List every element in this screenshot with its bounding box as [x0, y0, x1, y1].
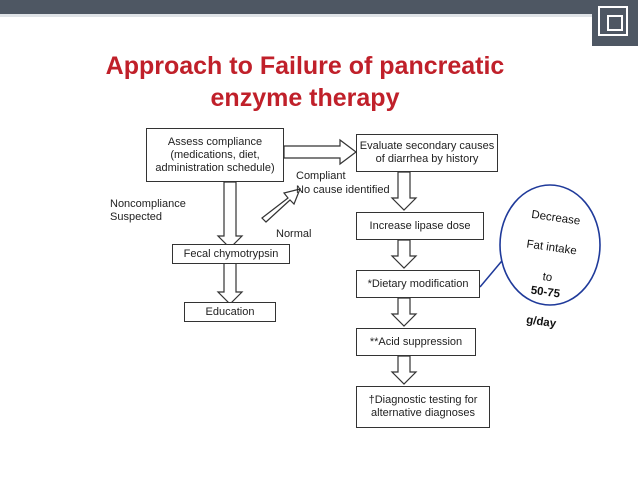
callout-line1: Decrease [530, 208, 581, 228]
label-normal: Normal [276, 228, 312, 240]
label-no-cause: No cause identified [296, 184, 390, 196]
callout-line5: g/day [525, 314, 557, 331]
top-rule [0, 14, 594, 17]
callout-bubble [499, 184, 601, 306]
arrow-increase-to-dietary [390, 239, 418, 269]
box-assess-compliance: Assess compliance (medications, diet, ad… [146, 128, 284, 182]
box-dietary-modification: *Dietary modification [356, 270, 480, 298]
arrow-fecal-to-education [216, 261, 244, 305]
arrow-normal [261, 188, 301, 223]
label-compliant: Compliant [296, 170, 346, 182]
top-bar [0, 0, 638, 14]
arrow-evaluate-to-increase [390, 171, 418, 211]
box-fecal-chymotrypsin: Fecal chymotrypsin [172, 244, 290, 264]
box-acid-suppression: **Acid suppression [356, 328, 476, 356]
box-evaluate-secondary: Evaluate secondary causes of diarrhea by… [356, 134, 498, 172]
arrow-assess-to-fecal [216, 181, 244, 249]
arrow-acid-to-diagnostic [390, 355, 418, 385]
box-education: Education [184, 302, 276, 322]
label-noncompliance: Noncompliance Suspected [110, 198, 186, 223]
box-increase-lipase: Increase lipase dose [356, 212, 484, 240]
box-diagnostic-testing: †Diagnostic testing for alternative diag… [356, 386, 490, 428]
callout-line2: Fat intake [525, 238, 578, 258]
arrow-assess-to-evaluate [283, 138, 357, 166]
callout-line3: to [541, 271, 553, 285]
arrow-dietary-to-acid [390, 297, 418, 327]
corner-ornament [592, 0, 638, 46]
slide-title: Approach to Failure of pancreatic enzyme… [105, 52, 505, 112]
callout-text: Decrease Fat intake to 50-75 g/day [500, 190, 605, 330]
